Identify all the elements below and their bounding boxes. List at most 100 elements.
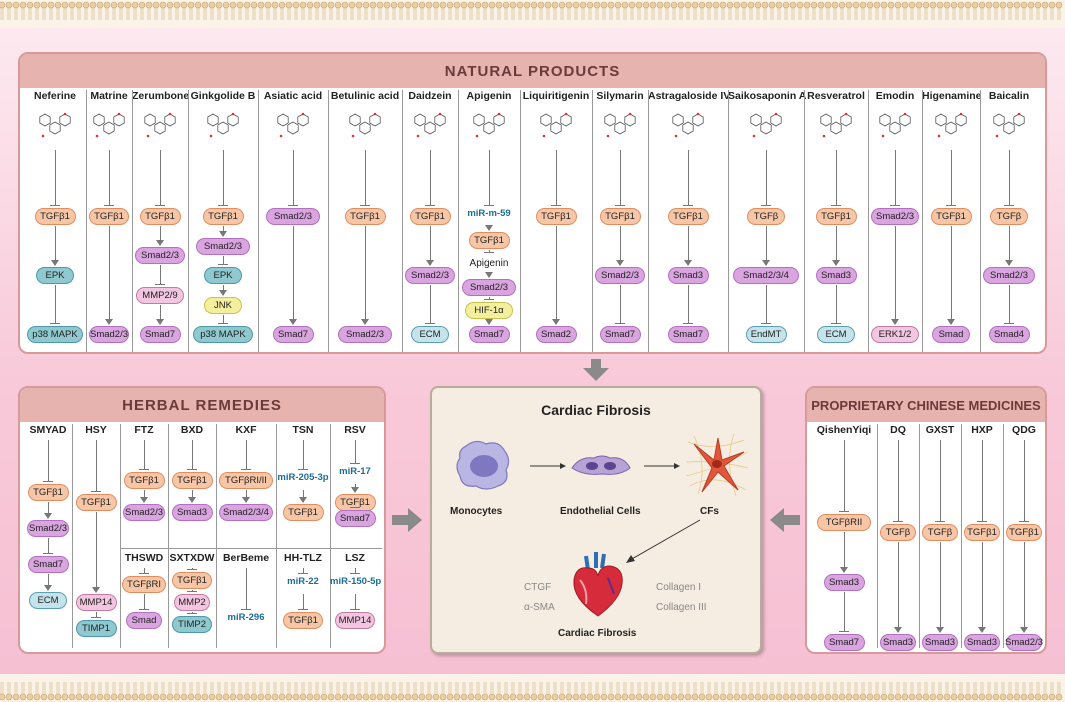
pathway-node: MMP2/9 <box>136 287 184 304</box>
pathway-node: Smad2/3 <box>983 267 1035 284</box>
connector-line <box>1009 285 1010 324</box>
inhibit-bar <box>298 573 308 574</box>
pathway-node: p38 MAPK <box>27 326 83 343</box>
column-name: SMYAD <box>29 424 67 436</box>
column-separator <box>132 90 133 352</box>
arrow-1-icon <box>530 463 566 469</box>
connector-line <box>109 226 110 324</box>
connector-line <box>55 285 56 324</box>
inhibit-bar <box>298 609 308 610</box>
activate-arrow <box>51 260 59 266</box>
connector-line <box>223 150 224 206</box>
pathway-node: Smad <box>932 326 970 343</box>
heart-icon <box>573 552 623 617</box>
activate-arrow <box>188 497 196 503</box>
pathway-node: TGFβ1 <box>282 504 324 521</box>
connector-line <box>293 150 294 206</box>
column-name: LSZ <box>345 552 365 564</box>
activate-arrow <box>44 513 52 519</box>
pathway-node: Smad2/3 <box>462 279 516 296</box>
pathway-node: TGFβRII <box>817 514 871 531</box>
pathway-node: Smad3 <box>815 267 857 284</box>
inhibit-bar <box>893 521 903 522</box>
pathway-node: TGFβ <box>747 208 785 225</box>
column-name: QDG <box>1012 424 1036 436</box>
pathway-node: TGFβ1 <box>75 494 117 511</box>
connector-line <box>48 440 49 482</box>
monocyte-icon <box>456 440 510 490</box>
connector-line <box>430 226 431 265</box>
column-separator <box>86 90 87 352</box>
collagen3-label: Collagen III <box>656 602 707 613</box>
connector-line <box>895 226 896 324</box>
inhibit-bar <box>683 205 693 206</box>
molecule-structure-icon <box>672 112 704 138</box>
molecule-structure-icon <box>879 112 911 138</box>
pathway-node: Smad2/3/4 <box>219 504 273 521</box>
activate-arrow <box>684 260 692 266</box>
inhibit-bar <box>104 205 114 206</box>
connector-line <box>55 150 56 206</box>
activate-arrow <box>894 627 902 633</box>
mirna-label: miR-150-5p <box>330 576 382 587</box>
column-name: HH-TLZ <box>284 552 322 564</box>
pathway-node: Smad2/3 <box>123 504 165 521</box>
arrow-3-icon <box>626 519 701 563</box>
pathway-node: Smad2/3 <box>595 267 645 284</box>
inhibit-bar <box>484 205 494 206</box>
pathway-node: TGFβ1 <box>599 208 641 225</box>
proprietary-medicines-title: PROPRIETARY CHINESE MEDICINES <box>807 388 1045 422</box>
column-name: Apigenin <box>466 90 512 102</box>
mirna-label: miR-205-3p <box>277 472 329 483</box>
connector-line <box>895 150 896 206</box>
column-name: KXF <box>235 424 257 436</box>
pathway-node: TGFβ1 <box>409 208 451 225</box>
column-name: Saikosaponin A <box>728 90 807 102</box>
activate-arrow <box>840 567 848 573</box>
connector-line <box>160 226 161 245</box>
ctgf-label: CTGF <box>524 582 552 593</box>
inhibit-bar <box>890 205 900 206</box>
connector-line <box>223 256 224 265</box>
pathway-node: ECM <box>29 592 67 609</box>
inhibit-bar <box>615 205 625 206</box>
column-name: BerBeme <box>222 552 270 564</box>
pathway-node: Smad2/3 <box>871 208 919 225</box>
column-name: QishenYiqi <box>816 424 872 436</box>
molecule-structure-icon <box>414 112 446 138</box>
column-name: Liquiritigenin <box>522 90 590 102</box>
inhibit-bar <box>1004 205 1014 206</box>
inhibit-bar <box>615 323 625 324</box>
pathway-node: Apigenin <box>469 258 509 269</box>
molecule-structure-icon <box>935 112 967 138</box>
connector-line <box>556 226 557 324</box>
connector-line <box>430 285 431 324</box>
pathway-node: Smad3 <box>171 504 213 521</box>
inhibit-bar <box>43 553 53 554</box>
column-name: FTZ <box>134 424 154 436</box>
activate-arrow <box>1005 260 1013 266</box>
molecule-structure-icon <box>277 112 309 138</box>
activate-arrow <box>485 319 493 325</box>
membrane-top <box>0 0 1065 28</box>
pathway-node: Smad3 <box>667 267 709 284</box>
pathway-node: EndMT <box>745 326 787 343</box>
pathway-node: TGFβ1 <box>123 472 165 489</box>
pathway-node: TGFβ <box>880 524 916 541</box>
connector-line <box>144 440 145 470</box>
inhibit-bar <box>218 205 228 206</box>
column-name: Asiatic acid <box>263 90 323 102</box>
inhibit-bar <box>288 205 298 206</box>
column-name: Daidzein <box>408 90 452 102</box>
connector-line <box>688 150 689 206</box>
